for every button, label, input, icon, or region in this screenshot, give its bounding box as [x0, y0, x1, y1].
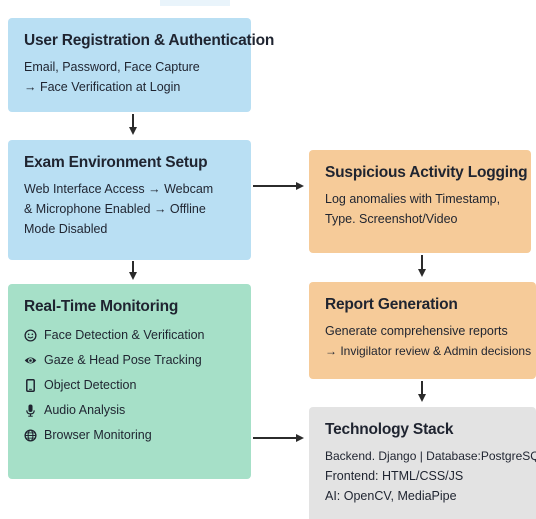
eye-icon [24, 354, 37, 367]
monitoring-item: Object Detection [24, 373, 239, 398]
registration-line-1: Email, Password, Face Capture [24, 60, 200, 74]
monitoring-box: Real-Time Monitoring Face Detection & Ve… [8, 284, 251, 479]
monitoring-title: Real-Time Monitoring [24, 298, 179, 315]
registration-title: User Registration & Authentication [24, 32, 275, 49]
microphone-icon [24, 404, 37, 417]
smiley-face-icon [24, 329, 37, 342]
top-edge-fragment [160, 0, 230, 6]
monitoring-item-label: Gaze & Head Pose Tracking [44, 353, 202, 367]
monitoring-item-label: Object Detection [44, 378, 137, 392]
environment-line-2: & Microphone Enabled → Offline [24, 202, 206, 216]
tech-stack-line-3: AI: OpenCV, MediaPipe [325, 489, 457, 503]
phone-icon [24, 379, 37, 392]
tech-stack-line-1: Backend. Django | Database:PostgreSQL [325, 449, 536, 463]
tech-stack-line-2: Frontend: HTML/CSS/JS [325, 469, 464, 483]
tech-stack-title: Technology Stack [325, 421, 454, 438]
monitoring-item-label: Browser Monitoring [44, 428, 152, 442]
environment-title: Exam Environment Setup [24, 154, 208, 171]
logging-line-1: Log anomalies with Timestamp, [325, 192, 501, 206]
environment-line-1: Web Interface Access → Webcam [24, 182, 214, 196]
logging-title: Suspicious Activity Logging [325, 164, 528, 181]
environment-line-3: Mode Disabled [24, 222, 108, 236]
monitoring-item: Browser Monitoring [24, 423, 239, 448]
logging-line-2: Type. Screenshot/Video [325, 212, 458, 226]
monitoring-item-label: Face Detection & Verification [44, 328, 205, 342]
report-line-1: Generate comprehensive reports [325, 324, 508, 338]
registration-box: User Registration & Authentication Email… [8, 18, 275, 112]
report-line-2: → Invigilator review & Admin decisions [325, 344, 532, 358]
registration-line-2: → Face Verification at Login [24, 80, 181, 94]
monitoring-item: Audio Analysis [24, 398, 239, 423]
report-title: Report Generation [325, 296, 458, 313]
tech-stack-box: Technology Stack Backend. Django | Datab… [309, 407, 536, 519]
globe-icon [24, 429, 37, 442]
logging-box: Suspicious Activity Logging Log anomalie… [309, 150, 531, 253]
monitoring-item-label: Audio Analysis [44, 403, 126, 417]
environment-box: Exam Environment Setup Web Interface Acc… [8, 140, 251, 260]
report-box: Report Generation Generate comprehensive… [309, 282, 536, 379]
monitoring-item: Face Detection & Verification [24, 323, 239, 348]
monitoring-item: Gaze & Head Pose Tracking [24, 348, 239, 373]
